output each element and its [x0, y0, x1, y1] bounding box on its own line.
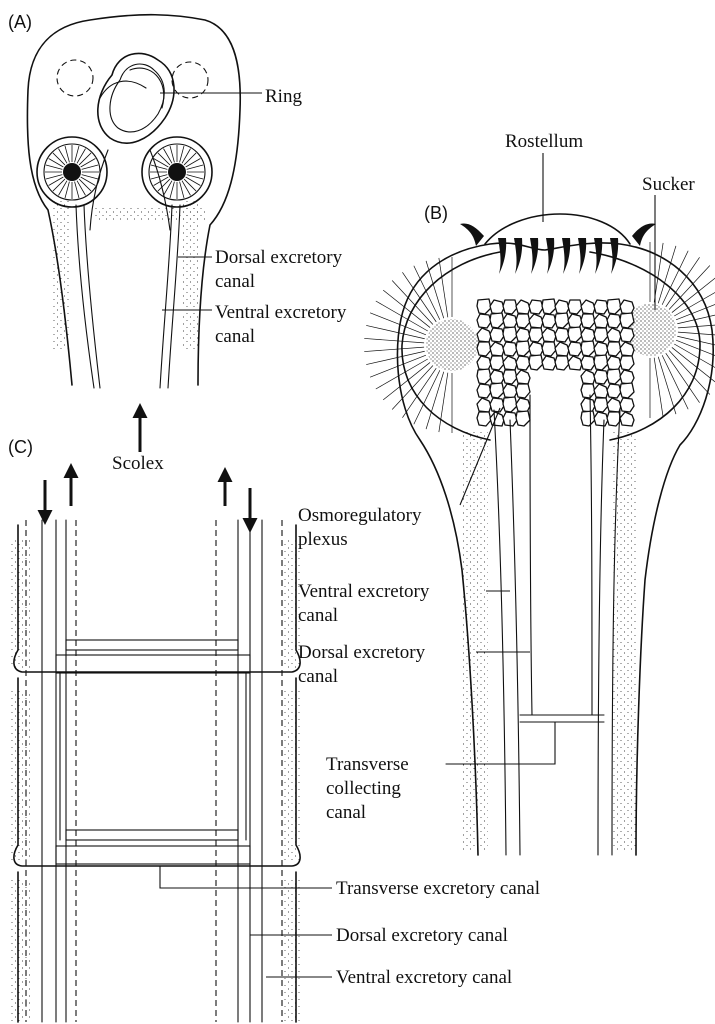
proglottid-2	[14, 678, 300, 866]
label-ring: Ring	[265, 86, 302, 107]
neck-stipple-a	[52, 200, 70, 350]
label-c-dorsal: Dorsal excretory canal	[336, 925, 508, 946]
osmoregulatory-plexus	[477, 299, 634, 426]
panel-a-figure: (A)	[8, 12, 347, 388]
neck-stipple-b-right	[612, 430, 638, 850]
neck-band-a	[95, 208, 205, 222]
label-c-transverse: Transverse excretory canal	[336, 878, 540, 899]
label-b-transverse-2: collecting	[326, 778, 401, 799]
label-scolex: Scolex	[112, 453, 164, 474]
neck-stipple-a-right	[182, 200, 198, 350]
neck-stipple-b-left	[462, 430, 488, 850]
panel-c-label: (C)	[8, 437, 33, 457]
panel-b-figure: (B)	[298, 131, 715, 855]
rostellar-hooks	[460, 224, 656, 275]
label-b-ventral-2: canal	[298, 605, 338, 626]
label-rostellum: Rostellum	[505, 131, 583, 152]
label-osmo-2: plexus	[298, 529, 348, 550]
label-osmo-1: Osmoregulatory	[298, 505, 422, 526]
label-b-dorsal-1: Dorsal excretory	[298, 642, 426, 663]
transverse-canal-1	[66, 640, 238, 650]
proglottid-3	[18, 872, 296, 1022]
panel-c-figure: (C)	[8, 437, 540, 1022]
label-a-ventral-1: Ventral excretory	[215, 302, 347, 323]
label-b-ventral-1: Ventral excretory	[298, 581, 430, 602]
label-a-dorsal-2: canal	[215, 271, 255, 292]
rostellum-dome	[485, 214, 630, 244]
label-c-ventral: Ventral excretory canal	[336, 967, 512, 988]
label-b-dorsal-2: canal	[298, 666, 338, 687]
label-a-ventral-2: canal	[215, 326, 255, 347]
leader-c-transverse	[160, 866, 332, 888]
upper-sucker-left	[57, 60, 93, 96]
scolex-arrow: Scolex	[112, 406, 164, 474]
label-b-transverse-3: canal	[326, 802, 366, 823]
transverse-canal-2	[66, 830, 238, 840]
ring-canal	[98, 53, 174, 143]
label-sucker: Sucker	[642, 174, 695, 195]
panel-b-label: (B)	[424, 203, 448, 223]
canal-b-1	[494, 410, 506, 855]
label-b-transverse-1: Transverse	[326, 754, 409, 775]
panel-a-label: (A)	[8, 12, 32, 32]
label-a-dorsal-1: Dorsal excretory	[215, 247, 343, 268]
